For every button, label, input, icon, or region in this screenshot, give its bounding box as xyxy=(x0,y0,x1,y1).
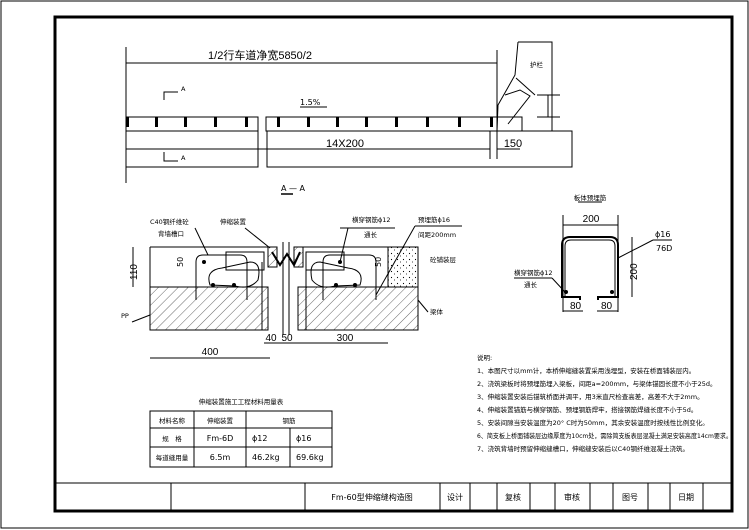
table-cell: 46.2kg xyxy=(252,453,280,462)
table-cell: 6.5m xyxy=(210,453,231,462)
label-continuous: 通长 xyxy=(364,230,378,239)
table-cell: ϕ16 xyxy=(296,434,311,443)
audit-label: 审核 xyxy=(564,492,580,502)
guardrail xyxy=(496,41,553,132)
section-title: A — A xyxy=(281,184,306,193)
dim-50-right: 50 xyxy=(374,257,383,267)
drawing-title: Fm-60型伸缩缝构造图 xyxy=(331,492,412,502)
rebar-dim-80-left: 80 xyxy=(570,301,582,312)
guardrail-label: 护栏 xyxy=(530,60,544,69)
rebar-cross-bar: 横穿钢筋ϕ12 xyxy=(514,268,553,277)
note-item: 6、简支板上桥面铺装层边缘厚度为10cm处，需除简支板表层混凝土满足安装高度14… xyxy=(477,431,732,440)
section-mark-bottom: A xyxy=(181,154,186,162)
section-a-a: 110 50 50 400 40 50 300 C40钢纤维砼 背墙槽口 伸缩装… xyxy=(121,215,462,359)
drawing-no-label: 图号 xyxy=(622,493,638,502)
header-material: 材料名称 xyxy=(159,416,186,425)
dim-40: 40 xyxy=(265,333,277,344)
rebar-detail: 板体预埋筋 200 200 ϕ16 76D 横穿钢筋ϕ12 通长 80 80 xyxy=(514,193,672,312)
note-item: 2、浇筑梁板时将预埋筋埋入梁板，间距a=200mm，与梁体锚固长度不小于25d。 xyxy=(477,379,717,388)
note-item: 3、伸缩装置安装后锚筑桥面并调平，用3米直尺检查高差，高差不大于2mm。 xyxy=(477,392,704,401)
dim-50: 50 xyxy=(281,333,293,344)
label-embed-bar: 预埋筋ϕ16 xyxy=(418,215,450,224)
design-label: 设计 xyxy=(447,492,463,502)
rebar-bar-label: ϕ16 xyxy=(655,230,670,239)
table-cell: Fm-6D xyxy=(207,434,234,443)
rebar-dim-width: 200 xyxy=(583,214,600,225)
note-item: 7、浇筑背墙时预留伸缩缝槽口，伸缩缝安装后以C40钢纤维混凝土浇筑。 xyxy=(477,444,689,453)
table-cell: ϕ12 xyxy=(252,434,267,443)
label-device: 伸缩装置 xyxy=(220,217,247,226)
dim-50-left: 50 xyxy=(176,257,185,267)
dim-300: 300 xyxy=(337,333,354,344)
dim-height-110: 110 xyxy=(129,264,140,280)
table-row-qty-label: 每道缝用量 xyxy=(156,453,189,462)
label-cross-bar: 横穿钢筋ϕ12 xyxy=(352,215,391,224)
spacing-dimension: 14X200 xyxy=(326,138,364,150)
note-item: 5、安装间隙当安装温度为20° C时为50mm，其余安装温度时按线性比例变化。 xyxy=(477,418,709,427)
label-spacing: 间距200mm xyxy=(418,231,456,239)
review-label: 复核 xyxy=(505,492,521,502)
slope-label: 1.5% xyxy=(300,98,321,107)
rebar-bar-length: 76D xyxy=(656,244,672,253)
rebar-dim-height: 200 xyxy=(629,263,640,280)
label-c40: C40钢纤维砼 xyxy=(150,217,189,226)
rebar-dim-80-right: 80 xyxy=(601,301,613,312)
header-device: 伸缩装置 xyxy=(207,416,234,425)
label-beam: 梁体 xyxy=(430,307,444,316)
title-block: Fm-60型伸缩缝构造图 设计 复核 审核 图号 日期 xyxy=(55,482,732,511)
dim-400: 400 xyxy=(202,347,219,358)
note-item: 4、伸缩装置锚筋与横穿钢筋、预埋钢筋焊牢，搭接钢筋焊缝长度不小于5d。 xyxy=(477,405,697,414)
edge-dimension: 150 xyxy=(504,138,522,150)
width-dimension: 1/2行车道净宽5850/2 xyxy=(208,48,312,62)
table-row-spec-label: 规 格 xyxy=(162,434,182,443)
header-rebar: 钢筋 xyxy=(283,416,297,425)
label-pavement: 砼铺装层 xyxy=(430,255,457,264)
note-item: 1、本图尺寸以mm计，本桥伸缩缝装置采用浅埋型，安装在桥面铺装层内。 xyxy=(477,366,695,375)
rebar-detail-title: 板体预埋筋 xyxy=(574,193,607,202)
rebar-continuous: 通长 xyxy=(524,280,538,289)
label-slot: 背墙槽口 xyxy=(158,229,184,238)
table-cell: 69.6kg xyxy=(296,453,324,462)
label-pp: PP xyxy=(121,312,129,320)
notes: 说明: 1、本图尺寸以mm计，本桥伸缩缝装置采用浅埋型，安装在桥面铺装层内。 2… xyxy=(477,353,732,453)
material-table: 伸缩装置施工工程材料用量表 材料名称 伸缩装置 钢筋 规 格 Fm-6D ϕ12… xyxy=(149,397,333,468)
table-title: 伸缩装置施工工程材料用量表 xyxy=(199,397,284,406)
section-mark-top: A xyxy=(181,85,186,93)
notes-title: 说明: xyxy=(477,353,492,362)
inner-frame xyxy=(53,15,734,513)
deck-elevation-view: 1/2行车道净宽5850/2 14X200 150 1.5% 护栏 A xyxy=(125,41,573,195)
date-label: 日期 xyxy=(678,493,694,502)
